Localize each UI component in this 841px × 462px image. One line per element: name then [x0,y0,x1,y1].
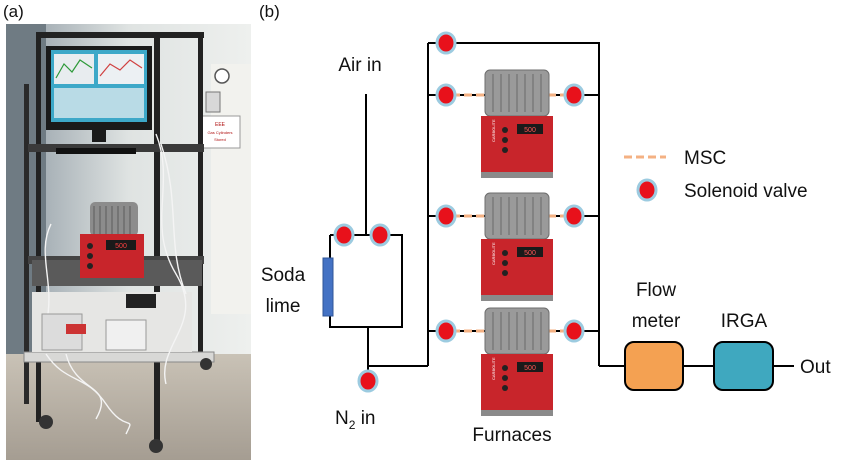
soda-lime-label-1: Soda [261,265,306,286]
furnace-3-display: 500 [524,365,536,372]
flow-meter-label-2: meter [632,311,681,332]
soda-lime-label-2: lime [266,296,301,317]
n2-in-label: N2 in [335,408,376,432]
valve-furnace-1-out [563,83,585,107]
valve-furnace-3-out [563,319,585,343]
panel-label-a: (a) [3,2,24,21]
furnace-2-brand: CARBOLITE [491,242,496,265]
valve-air-in [369,223,391,247]
sign-line-3: Stored [214,137,226,142]
valve-soda-lime-in [333,223,355,247]
valve-furnace-1-in [435,83,457,107]
furnace-3: 500 CARBOLITE [481,307,553,416]
furnace-2: 500 CARBOLITE [481,192,553,301]
solenoid-valves [333,31,585,393]
irga-label: IRGA [721,311,768,332]
furnaces-label: Furnaces [472,425,551,446]
flow-meter-label-1: Flow [636,280,676,301]
legend-msc-label: MSC [684,148,726,169]
furnace-1-display: 500 [524,127,536,134]
n2-in-prefix: N [335,408,349,429]
valve-bypass [435,31,457,55]
furnace-2-display: 500 [524,250,536,257]
valve-furnace-3-in [435,319,457,343]
panel-label-b: (b) [259,2,280,21]
legend: MSC Solenoid valve [624,148,808,202]
sign-line-1: EEE [215,122,226,128]
valve-furnace-2-in [435,204,457,228]
soda-lime-column [322,257,334,317]
photo-furnace-display: 500 [115,243,127,250]
furnace-3-brand: CARBOLITE [491,357,496,380]
valve-n2-in [357,369,379,393]
legend-valve-swatch [636,178,658,202]
flow-meter-box [624,341,684,391]
legend-valve-label: Solenoid valve [684,181,808,202]
out-label: Out [800,357,831,378]
n2-in-subscript: 2 [349,418,356,432]
furnace-1: 500 CARBOLITE [481,69,553,178]
furnace-1-brand: CARBOLITE [491,119,496,142]
valve-furnace-2-out [563,204,585,228]
sign-line-2: Gas Cylinders [207,130,232,135]
rig-photograph: EEE Gas Cylinders Stored [6,24,251,460]
n2-in-suffix: in [355,408,375,429]
air-in-label: Air in [338,55,381,76]
irga-box [713,341,774,391]
